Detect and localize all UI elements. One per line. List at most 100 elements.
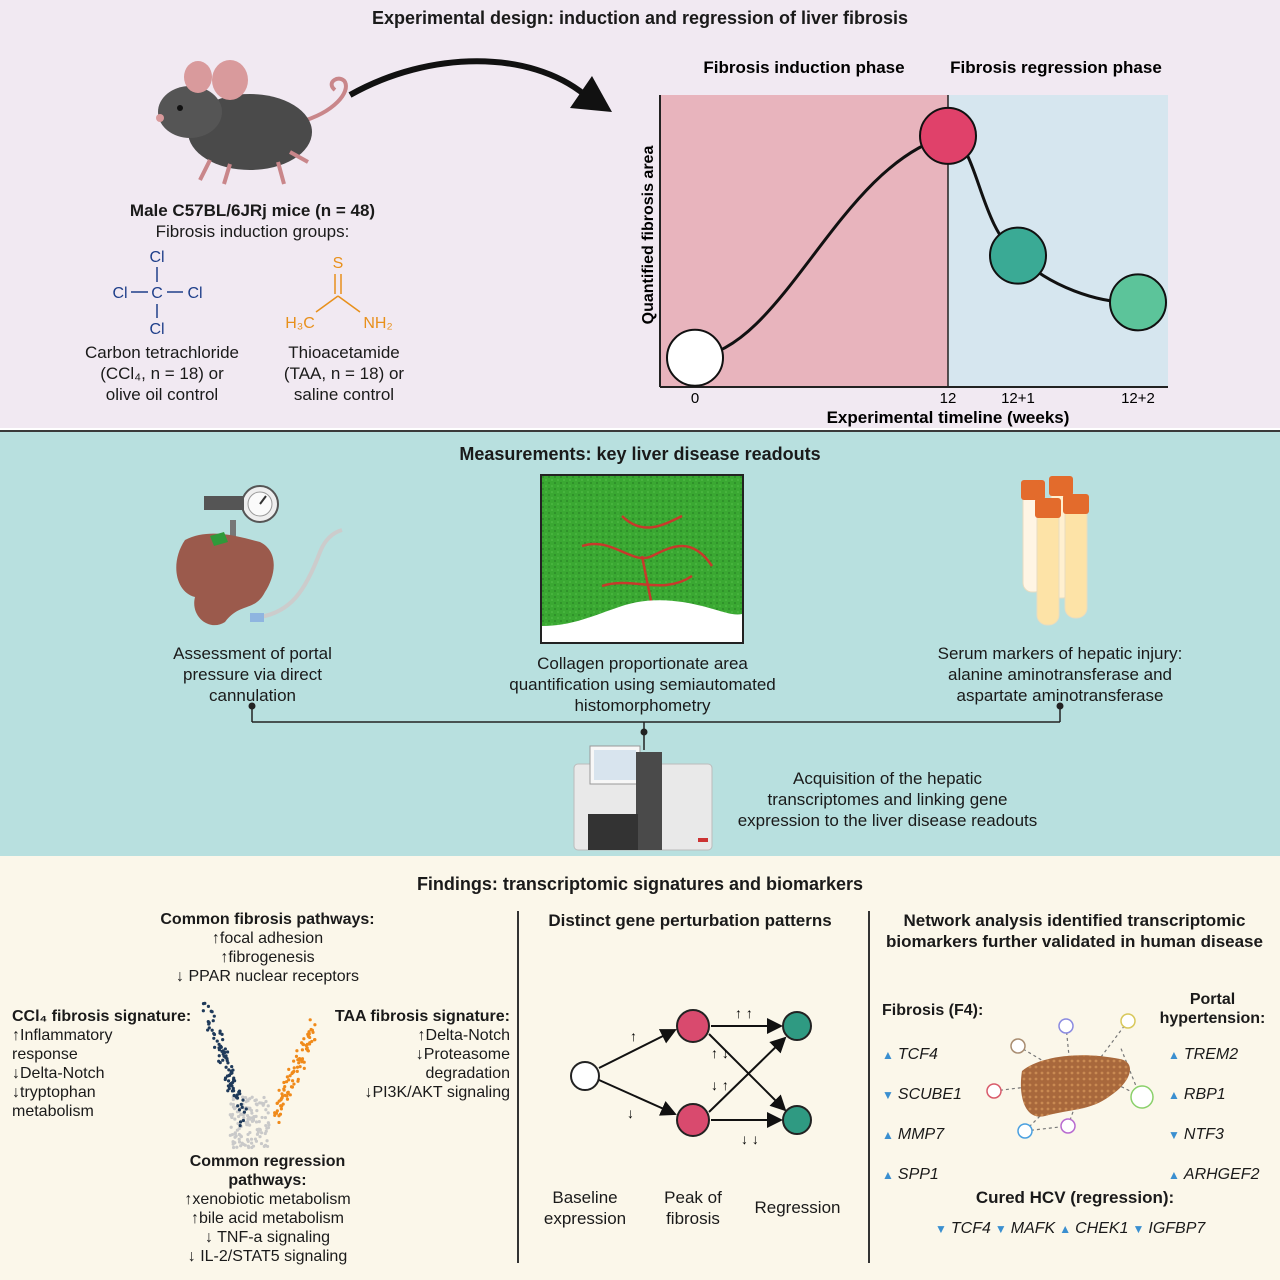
portal-gene: NTF3 — [1168, 1115, 1259, 1155]
volcano-point — [273, 1113, 277, 1117]
peak-caption: Peak of fibrosis — [664, 1188, 722, 1228]
x-tick-label: 12+2 — [1121, 390, 1155, 407]
volcano-point — [300, 1048, 305, 1052]
taa-caption: Thioacetamide (TAA, n = 18) or saline co… — [283, 343, 405, 404]
volcano-point — [285, 1097, 290, 1101]
volcano-point — [244, 1107, 248, 1111]
ccl4-signature-block: CCl₄ fibrosis signature: ↑Inflammatory r… — [12, 1008, 192, 1120]
volcano-point — [215, 1039, 219, 1043]
acquisition-caption: Acquisition of the hepatic transcriptome… — [737, 769, 1038, 830]
baseline-node — [570, 1061, 600, 1091]
volcano-point — [206, 1004, 211, 1008]
regression-phase-bg — [948, 95, 1168, 387]
volcano-point — [307, 1030, 311, 1034]
arrow-up-label: ↑ — [630, 1028, 637, 1044]
volcano-point — [229, 1069, 233, 1073]
volcano-point — [297, 1056, 302, 1061]
volcano-point — [313, 1023, 317, 1027]
volcano-point — [233, 1131, 237, 1135]
volcano-point — [282, 1080, 286, 1085]
volcano-point — [290, 1079, 295, 1083]
volcano-point — [287, 1067, 291, 1071]
volcano-point — [300, 1058, 304, 1063]
volcano-point — [309, 1027, 313, 1032]
volcano-point — [223, 1047, 227, 1051]
volcano-point — [206, 1028, 210, 1032]
common-fibrosis-block: Common fibrosis pathways: ↑focal adhesio… — [160, 911, 375, 985]
volcano-point — [306, 1049, 310, 1053]
volcano-point — [253, 1098, 257, 1103]
volcano-point — [249, 1108, 254, 1113]
volcano-point — [260, 1115, 264, 1120]
volcano-point — [295, 1069, 299, 1073]
volcano-point — [203, 1001, 207, 1005]
taa-structure: S H₃C NH₂ — [285, 255, 392, 332]
volcano-point — [251, 1118, 256, 1122]
ccl4-cl-bottom: Cl — [149, 321, 164, 338]
volcano-point — [263, 1116, 268, 1120]
volcano-point — [237, 1137, 241, 1141]
volcano-point — [236, 1121, 240, 1126]
volcano-point — [247, 1145, 251, 1150]
volcano-point — [250, 1111, 254, 1115]
volcano-point — [295, 1049, 299, 1053]
volcano-point — [283, 1084, 287, 1089]
volcano-point — [302, 1066, 306, 1070]
arrow-down-label: ↓ — [627, 1105, 634, 1121]
regression-phase-label: Fibrosis regression phase — [950, 58, 1162, 77]
volcano-point — [288, 1093, 292, 1097]
volcano-point — [280, 1092, 284, 1096]
volcano-point — [298, 1065, 302, 1069]
volcano-point — [288, 1074, 292, 1078]
volcano-point — [263, 1131, 267, 1136]
volcano-point — [244, 1120, 248, 1125]
volcano-point — [255, 1103, 259, 1107]
fibrosis-gene: SCUBE1 — [882, 1075, 962, 1115]
volcano-point — [278, 1112, 283, 1116]
volcano-point — [241, 1098, 245, 1102]
volcano-point — [308, 1018, 312, 1022]
portal-gene: TREM2 — [1168, 1035, 1259, 1075]
volcano-point — [305, 1046, 309, 1050]
volcano-point — [237, 1140, 242, 1144]
volcano-point — [240, 1141, 244, 1145]
volcano-point — [221, 1038, 225, 1042]
volcano-point — [311, 1030, 315, 1034]
ccl4-cl-left: Cl — [112, 285, 127, 302]
volcano-point — [244, 1096, 248, 1100]
volcano-point — [265, 1139, 269, 1143]
y-axis-label: Quantified fibrosis area — [640, 146, 657, 325]
volcano-point — [279, 1097, 284, 1101]
hcv-gene: MAFK — [995, 1219, 1055, 1239]
volcano-point — [254, 1120, 259, 1124]
x-axis-label: Experimental timeline (weeks) — [827, 408, 1070, 427]
volcano-point — [266, 1104, 270, 1108]
timepoint-marker — [666, 328, 724, 387]
volcano-point — [262, 1095, 266, 1100]
volcano-point — [235, 1145, 239, 1149]
volcano-point — [292, 1082, 296, 1086]
hcv-gene: TCF4 — [935, 1219, 991, 1239]
volcano-point — [210, 1028, 214, 1032]
taa-ch3: H₃C — [285, 315, 315, 332]
volcano-point — [242, 1116, 246, 1120]
volcano-point — [207, 1021, 211, 1025]
fibrosis-gene-list: TCF4 SCUBE1 MMP7 SPP1 — [882, 1035, 962, 1195]
portal-pressure-caption: Assessment of portal pressure via direct… — [173, 644, 332, 705]
volcano-point — [242, 1110, 247, 1114]
findings-title: Findings: transcriptomic signatures and … — [416, 874, 864, 894]
portal-gene: ARHGEF2 — [1168, 1155, 1260, 1195]
down-down-label: ↓ ↓ — [741, 1131, 759, 1146]
hcv-gene: CHEK1 — [1059, 1219, 1128, 1239]
baseline-caption: Baseline expression — [543, 1188, 627, 1228]
volcano-point — [277, 1120, 281, 1125]
volcano-point — [230, 1064, 234, 1069]
volcano-point — [220, 1032, 224, 1036]
volcano-point — [241, 1095, 245, 1100]
taa-nh2: NH₂ — [363, 315, 392, 332]
findings-panel: Findings: transcriptomic signatures and … — [0, 856, 1280, 1280]
serum-tubes-icon — [1021, 476, 1089, 626]
volcano-point — [243, 1143, 247, 1147]
volcano-point — [286, 1090, 290, 1094]
volcano-point — [211, 1019, 215, 1023]
